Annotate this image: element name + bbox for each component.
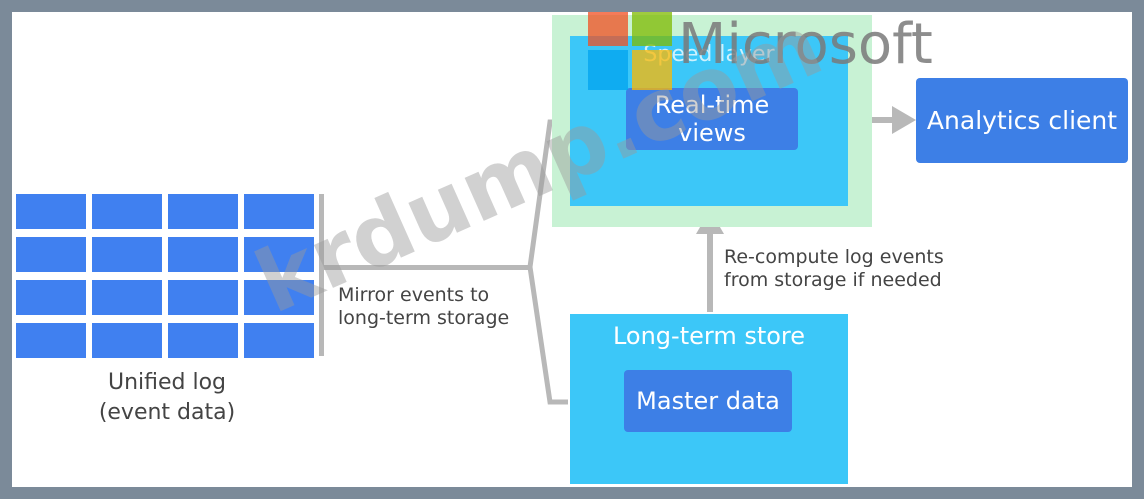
log-cell xyxy=(16,194,86,229)
real-time-views-line1: Real-time xyxy=(654,91,770,119)
diagram-canvas: Unified log (event data) Mirror events t… xyxy=(12,12,1132,487)
log-cell xyxy=(168,194,238,229)
unified-log-subtitle: (event data) xyxy=(98,400,236,425)
log-cell xyxy=(92,323,162,358)
master-data-box: Master data xyxy=(624,370,792,432)
arrowhead-to-analytics xyxy=(892,106,916,134)
long-term-store-title: Long-term store xyxy=(612,322,806,350)
log-cell xyxy=(92,280,162,315)
log-cell xyxy=(168,237,238,272)
mirror-label: Mirror events to long-term storage xyxy=(338,284,538,330)
unified-log-label: Unified log (event data) xyxy=(82,368,252,428)
log-cell xyxy=(244,237,314,272)
mirror-label-line2: long-term storage xyxy=(338,307,510,329)
log-cell xyxy=(168,280,238,315)
connector-to-long-term-store xyxy=(527,266,568,405)
recompute-label-line2: from storage if needed xyxy=(724,269,942,291)
log-cell xyxy=(244,323,314,358)
log-cell xyxy=(16,323,86,358)
recompute-label: Re-compute log events from storage if ne… xyxy=(724,246,1004,292)
real-time-views-box: Real-time views xyxy=(626,88,798,150)
log-cell xyxy=(244,194,314,229)
microsoft-watermark-text: Microsoft xyxy=(678,12,933,77)
log-cell xyxy=(16,237,86,272)
mirror-label-line1: Mirror events to xyxy=(338,284,490,306)
recompute-label-line1: Re-compute log events xyxy=(724,246,944,268)
log-edge-line xyxy=(319,194,324,356)
log-cell xyxy=(92,194,162,229)
log-cell xyxy=(16,280,86,315)
microsoft-logo-icon xyxy=(588,12,672,90)
analytics-client-box: Analytics client xyxy=(916,78,1128,163)
real-time-views-line2: views xyxy=(678,119,746,147)
log-cell xyxy=(92,237,162,272)
unified-log-title: Unified log xyxy=(107,370,227,395)
log-cell xyxy=(244,280,314,315)
mirror-connector xyxy=(324,265,532,270)
log-cell xyxy=(168,323,238,358)
